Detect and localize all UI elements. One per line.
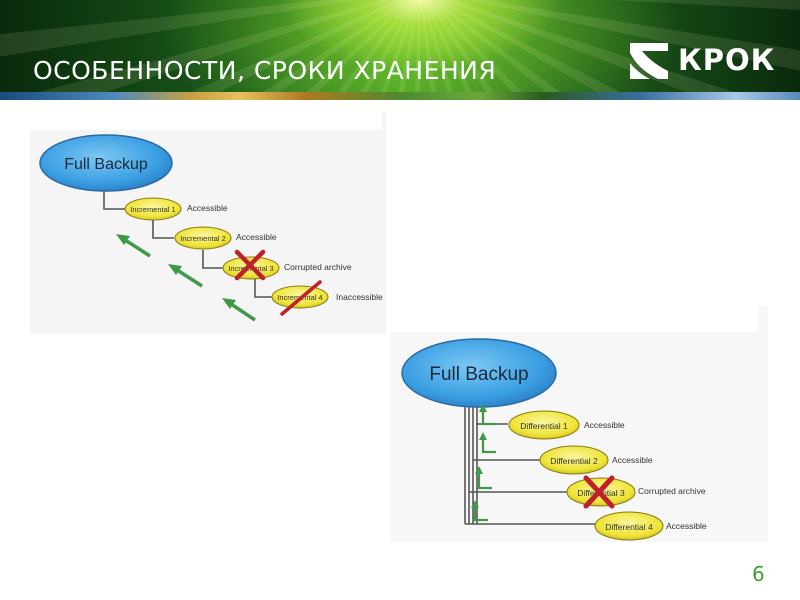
green-arrow-icon	[116, 234, 151, 258]
differential-full-backup-node	[401, 338, 557, 408]
incremental-dependency-arrows	[116, 234, 256, 322]
incremental-node-4-status: Inaccessible	[336, 292, 383, 302]
page-number: 6	[752, 562, 765, 586]
differential-connectors	[464, 400, 596, 525]
company-logo: КРОК	[628, 41, 774, 81]
incremental-connectors	[103, 190, 272, 298]
green-arrow-icon	[475, 466, 492, 490]
incremental-panel-top-band	[30, 108, 382, 130]
header-color-strip	[0, 92, 800, 100]
differential-node-2-label: Differential 2	[550, 456, 598, 466]
differential-node-1-status: Accessible	[584, 420, 625, 430]
incremental-node-1-status: Accessible	[187, 203, 228, 213]
differential-node-1	[508, 410, 580, 440]
differential-dependency-arrows	[471, 404, 496, 522]
incremental-full-backup-node	[39, 134, 173, 192]
logo-text: КРОК	[678, 43, 776, 77]
incremental-cross-icon	[234, 249, 266, 281]
slide-title: ОСОБЕННОСТИ, СРОКИ ХРАНЕНИЯ	[33, 56, 497, 85]
incremental-node-2-status: Accessible	[236, 232, 277, 242]
differential-panel-top-band	[390, 306, 758, 332]
differential-node-4	[594, 511, 664, 541]
differential-node-2-status: Accessible	[612, 455, 653, 465]
incremental-node-3-status: Corrupted archive	[284, 262, 352, 272]
incremental-strike-icon	[280, 280, 322, 316]
green-arrow-icon	[479, 404, 496, 426]
krok-logo-mark-icon	[630, 43, 668, 79]
differential-node-4-label: Differential 4	[605, 522, 653, 532]
incremental-node-1	[124, 197, 182, 221]
green-arrow-icon	[479, 432, 496, 454]
incremental-full-backup-label: Full Backup	[64, 156, 148, 173]
differential-full-backup-label: Full Backup	[429, 364, 528, 385]
green-arrow-icon	[168, 264, 203, 288]
differential-cross-icon	[583, 475, 615, 509]
differential-node-2	[539, 445, 609, 475]
green-arrow-icon	[471, 500, 488, 522]
green-arrow-icon	[222, 298, 256, 322]
incremental-node-2-label: Incremental 2	[180, 234, 225, 243]
differential-node-1-label: Differential 1	[520, 421, 568, 431]
differential-node-3-status: Corrupted archive	[638, 486, 706, 496]
differential-diagram: Full Backup Differential 1 Accessible Di…	[401, 338, 707, 541]
differential-node-4-status: Accessible	[666, 521, 707, 531]
incremental-node-2	[174, 226, 232, 250]
incremental-diagram: Full Backup Incremental 1 Accessible Inc…	[39, 134, 383, 322]
incremental-node-1-label: Incremental 1	[130, 205, 175, 214]
